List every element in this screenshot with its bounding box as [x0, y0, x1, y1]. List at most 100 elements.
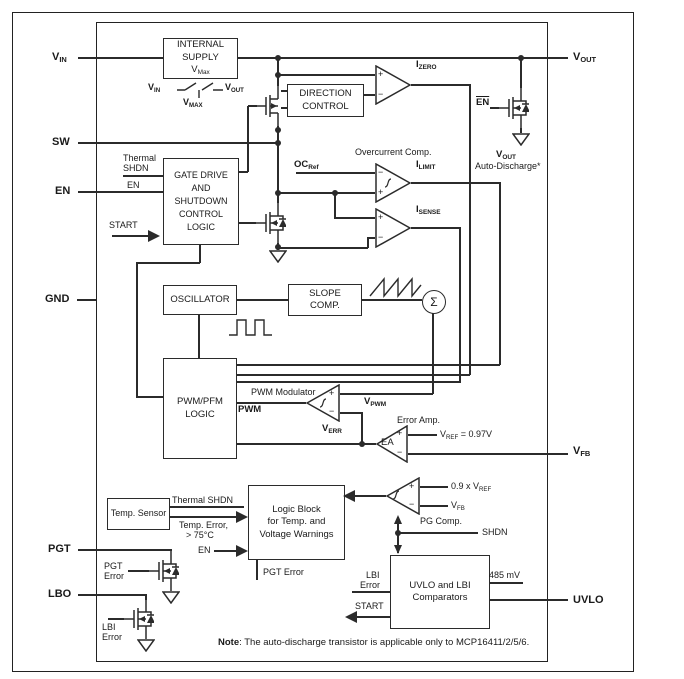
supply-switch-icon — [177, 82, 223, 98]
minus-sign: − — [397, 447, 403, 457]
wire — [360, 299, 422, 301]
izero-label: IZERO — [416, 59, 437, 71]
vout-autodischarge-label2: Auto-Discharge* — [475, 161, 541, 171]
uvlo-pin-label: UVLO — [573, 594, 604, 606]
verr-label: VERR — [322, 423, 342, 435]
uvlo-lbi-block: UVLO and LBI Comparators — [390, 555, 490, 629]
wire — [77, 299, 96, 301]
pgt-pin-label: PGT — [48, 543, 71, 555]
wire — [248, 105, 257, 107]
wire — [78, 594, 147, 596]
arrow-right-icon — [236, 511, 248, 523]
gate-drive-block: GATE DRIVE AND SHUTDOWN CONTROL LOGIC — [163, 158, 239, 245]
overcurrent-comp-label: Overcurrent Comp. — [355, 147, 432, 157]
vpwm-label: VPWM — [364, 396, 387, 408]
ninety-pct-vref-label: 0.9 x VREF — [451, 481, 492, 493]
ground-icon — [269, 250, 287, 263]
wire — [145, 595, 147, 600]
wire — [78, 142, 278, 144]
wire — [78, 57, 163, 59]
ic-boundary-box — [96, 22, 548, 662]
arrow-up-icon — [394, 515, 402, 524]
vout-pin-label: VOUT — [573, 51, 597, 64]
wire — [128, 570, 149, 572]
ground-icon — [512, 133, 530, 146]
wire — [432, 312, 434, 394]
pmos-transistor-icon — [256, 86, 279, 126]
pg-comp-label: PG Comp. — [420, 516, 463, 526]
en-logic-label: EN — [198, 545, 211, 555]
wire — [411, 182, 500, 184]
square-wave-icon — [229, 319, 272, 336]
wire — [488, 582, 523, 584]
wire — [352, 591, 390, 593]
lbi-error-box-label1: LBI — [366, 570, 380, 580]
ocref-label: OCRef — [294, 159, 319, 171]
wire — [420, 486, 448, 488]
sw-pin-label: SW — [52, 136, 70, 148]
wire — [237, 171, 248, 173]
temp-error-label: Temp. Error,> 75°C — [179, 520, 229, 541]
wire — [411, 227, 460, 229]
wire — [108, 618, 124, 620]
arrow-right-icon — [148, 230, 160, 242]
wire — [168, 516, 236, 518]
pgt-transistor-icon — [149, 551, 179, 591]
plus-sign: + — [397, 428, 403, 438]
wire — [137, 262, 200, 264]
start-uvlo-label: START — [355, 601, 384, 611]
footnote: Note: The auto-discharge transistor is a… — [218, 637, 530, 648]
wire — [411, 84, 470, 86]
plus-sign: + — [378, 69, 384, 79]
wire — [237, 222, 256, 224]
arrow-right-icon — [236, 545, 248, 557]
wire — [235, 443, 376, 445]
wire — [357, 616, 390, 618]
mv485-label: 485 mV — [489, 570, 521, 580]
minus-sign: − — [409, 499, 415, 509]
ea-label: EA — [381, 437, 394, 448]
lbo-pin-label: LBO — [48, 588, 72, 600]
wire — [235, 374, 470, 376]
start-label: START — [109, 220, 138, 230]
vin-pin-label: VIN — [52, 51, 67, 64]
arrow-left-icon — [343, 490, 355, 502]
wire — [398, 532, 478, 534]
junction-dot — [275, 244, 281, 250]
junction-dot — [275, 140, 281, 146]
wire — [235, 402, 306, 404]
switch-vin-label: VIN — [148, 82, 161, 94]
gnd-pin-label: GND — [45, 293, 70, 305]
sawtooth-wave-icon — [369, 277, 422, 298]
wire — [123, 175, 163, 177]
wire — [281, 107, 287, 109]
wire — [112, 235, 148, 237]
slope-comp-block: SLOPE COMP. — [288, 284, 362, 316]
isense-label: ISENSE — [416, 204, 441, 216]
shdn-label: SHDN — [482, 527, 508, 537]
pwm-pfm-block: PWM/PFM LOGIC — [163, 358, 237, 459]
wire — [334, 217, 375, 219]
wire — [340, 412, 363, 414]
junction-dot — [359, 441, 365, 447]
junction-dot — [275, 190, 281, 196]
wire — [520, 128, 522, 133]
wire — [296, 172, 375, 174]
switch-vmax-label: VMAX — [183, 97, 203, 109]
plus-sign: + — [329, 388, 335, 398]
wire — [78, 549, 172, 551]
wire — [490, 107, 499, 109]
wire — [235, 299, 288, 301]
wire — [499, 182, 501, 365]
wire — [278, 74, 375, 76]
switch-vout-label: VOUT — [225, 82, 244, 94]
junction-dot — [395, 530, 401, 536]
vfb-pin-label: VFB — [573, 445, 591, 458]
minus-sign: − — [329, 406, 335, 416]
wire — [488, 599, 568, 601]
logic-block: Logic Block for Temp. and Voltage Warnin… — [248, 485, 345, 560]
wire — [168, 506, 244, 508]
